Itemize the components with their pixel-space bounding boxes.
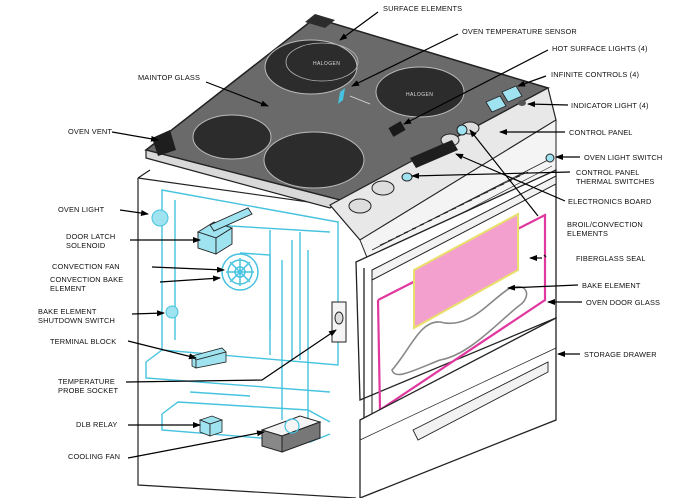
label-temperature-probe-socket: TEMPERATURE PROBE SOCKET: [58, 377, 119, 395]
burner-brand-text: HALOGEN: [313, 61, 340, 67]
label-oven-light-switch: OVEN LIGHT SWITCH: [584, 153, 663, 162]
electronics-board-display: [410, 140, 458, 168]
temperature-probe-socket: [331, 301, 347, 343]
label-oven-temperature-sensor: OVEN TEMPERATURE SENSOR: [462, 27, 577, 36]
label-oven-door-glass: OVEN DOOR GLASS: [586, 298, 661, 307]
infinite-control-modules: [485, 85, 523, 113]
side-panel: [137, 169, 357, 498]
label-cooling-fan: COOLING FAN: [68, 452, 121, 461]
surface-element-front-right: [263, 131, 365, 189]
label-oven-light: OVEN LIGHT: [58, 205, 105, 214]
label-broil-convection-elements: BROIL/CONVECTION ELEMENTS: [567, 220, 643, 238]
label-surface-elements: SURFACE ELEMENTS: [383, 4, 463, 13]
label-dlb-relay: DLB RELAY: [76, 420, 118, 429]
label-control-panel: CONTROL PANEL: [569, 128, 633, 137]
label-control-panel-thermal-switches: CONTROL PANEL THERMAL SWITCHES: [576, 168, 655, 186]
indicator-light: [518, 100, 526, 106]
oven-light-switch-button: [456, 124, 468, 136]
bake-element-shutdown-switch: [165, 305, 179, 319]
hot-surface-light: [388, 121, 406, 137]
label-door-latch-solenoid: DOOR LATCH SOLENOID: [66, 232, 116, 250]
door-handle: [371, 175, 557, 281]
label-terminal-block: TERMINAL BLOCK: [50, 337, 117, 346]
oven-light-switch: [545, 153, 555, 163]
convection-fan: [221, 253, 259, 291]
surface-element-front-left: [192, 114, 272, 160]
dlb-relay: [198, 415, 224, 437]
label-infinite-controls: INFINITE CONTROLS (4): [551, 70, 640, 79]
oven-light-bulb: [151, 209, 169, 227]
cooling-fan: [260, 415, 322, 453]
label-oven-vent: OVEN VENT: [68, 127, 113, 136]
label-hot-surface-lights: HOT SURFACE LIGHTS (4): [552, 44, 648, 53]
label-storage-drawer: STORAGE DRAWER: [584, 350, 657, 359]
burner-brand-text: HALOGEN: [406, 92, 433, 98]
label-convection-fan: CONVECTION FAN: [52, 262, 120, 271]
label-maintop-glass: MAINTOP GLASS: [138, 73, 201, 82]
label-bake-element-shutdown-switch: BAKE ELEMENT SHUTDOWN SWITCH: [38, 307, 115, 325]
bake-element: [391, 285, 528, 376]
label-indicator-light: INDICATOR LIGHT (4): [571, 101, 649, 110]
label-fiberglass-seal: FIBERGLASS SEAL: [576, 254, 646, 263]
label-electronics-board: ELECTRONICS BOARD: [568, 197, 652, 206]
oven-temperature-sensor: [338, 88, 371, 105]
surface-element-back-left: HALOGEN: [264, 39, 359, 95]
label-convection-bake-element: CONVECTION BAKE ELEMENT: [50, 275, 124, 293]
label-bake-element: BAKE ELEMENT: [582, 281, 641, 290]
door-latch-solenoid: [196, 207, 253, 255]
storage-drawer: [359, 316, 557, 498]
oven-cavity-cutaway: [145, 189, 339, 443]
control-panel-thermal-switch: [401, 172, 413, 182]
leader-lines: [111, 11, 582, 459]
terminal-block: [191, 347, 227, 369]
surface-element-back-right: HALOGEN: [375, 66, 465, 118]
oven-door-glass: [413, 212, 519, 330]
